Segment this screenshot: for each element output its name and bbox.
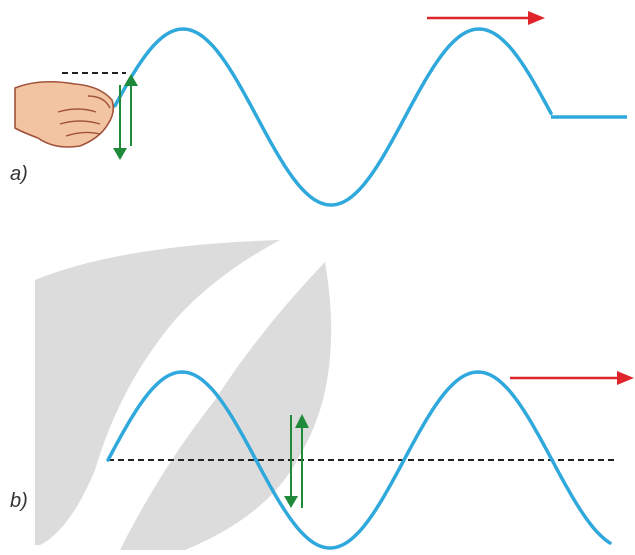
panel-a (15, 11, 627, 205)
panel-a-label: a) (10, 163, 28, 186)
hand-gripping-rope-icon (15, 82, 113, 147)
watermark-logo (35, 240, 331, 550)
panel-a-propagation-arrow (427, 11, 545, 25)
panel-b-label: b) (10, 490, 28, 513)
panel-a-wave (115, 29, 551, 205)
panel-b-propagation-arrow (510, 371, 634, 385)
